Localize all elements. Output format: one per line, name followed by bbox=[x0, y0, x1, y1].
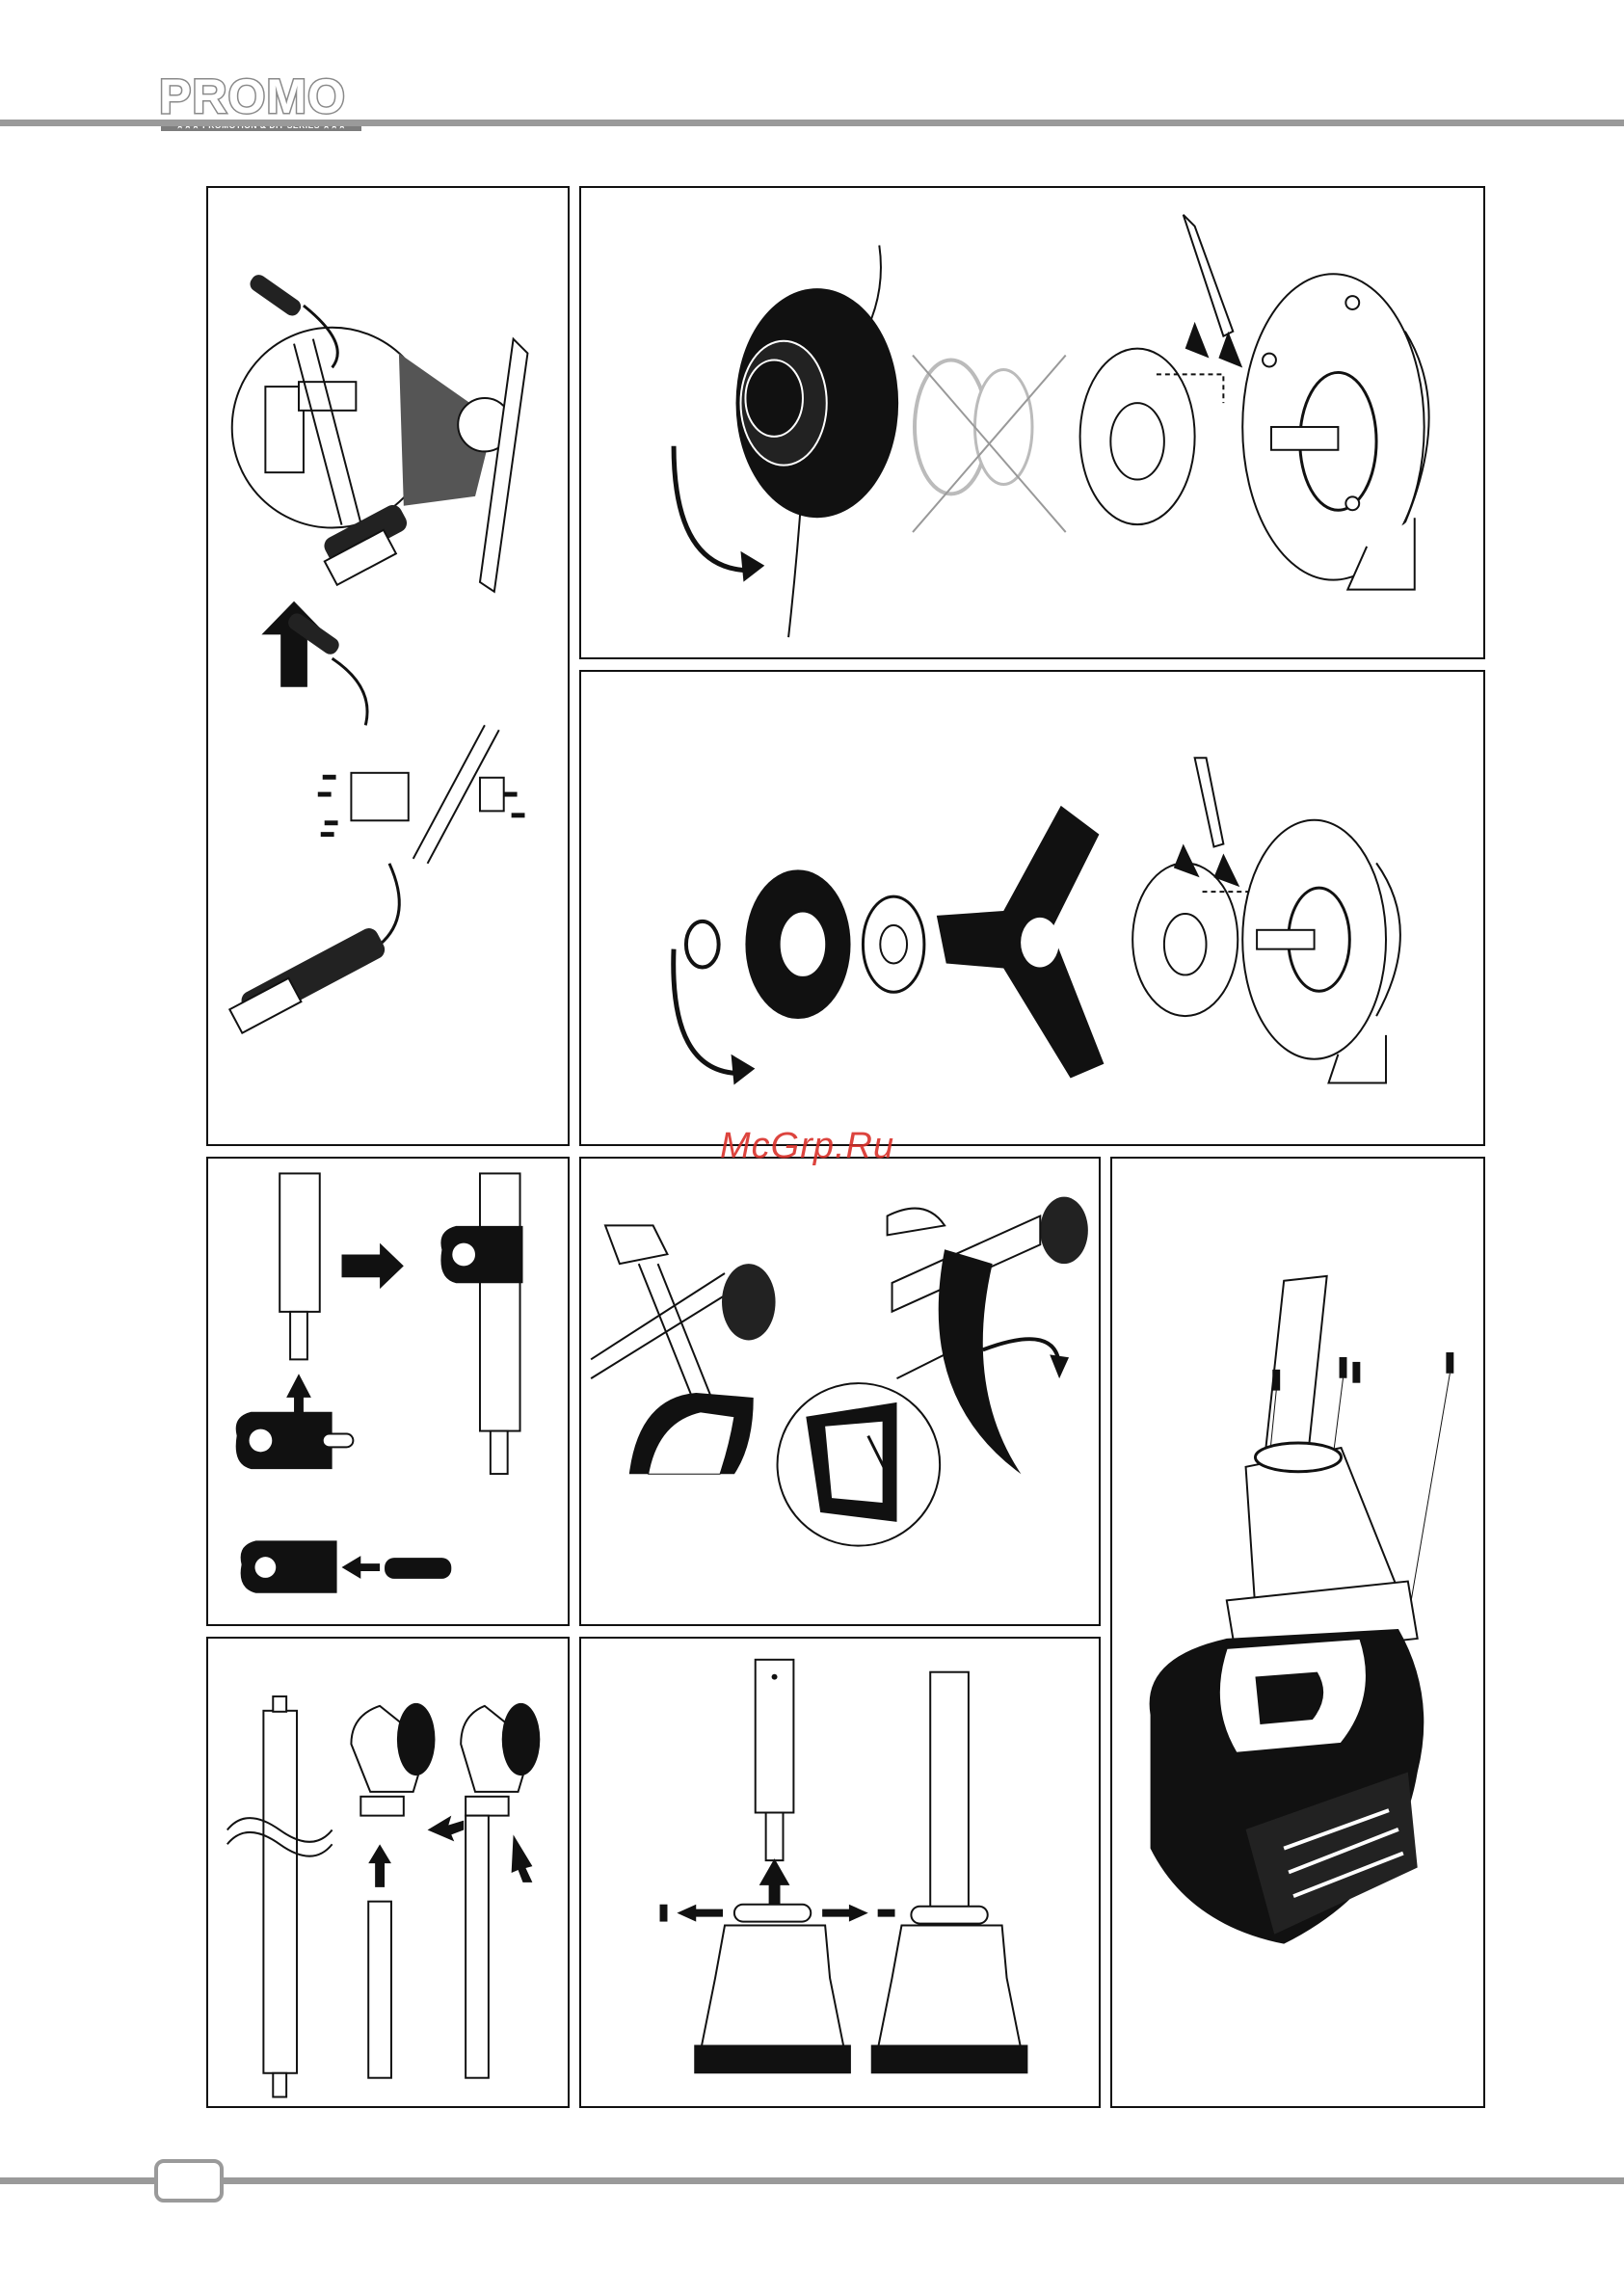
figure-split-shaft bbox=[206, 1637, 570, 2108]
figure-guard-mount bbox=[579, 1157, 1101, 1626]
brand-name: PROMO bbox=[159, 71, 346, 121]
figure-shaft-coupling bbox=[579, 1637, 1101, 2108]
shaft-clamp-illustration-icon bbox=[208, 1159, 568, 1624]
header-divider bbox=[0, 120, 1624, 126]
handle-assembly-illustration-icon bbox=[208, 188, 568, 1144]
page-number-tab bbox=[154, 2159, 224, 2203]
guard-mount-illustration-icon bbox=[581, 1159, 1099, 1624]
figure-shaft-clamp bbox=[206, 1157, 570, 1626]
shaft-coupling-illustration-icon bbox=[581, 1639, 1099, 2106]
engine-illustration-icon bbox=[1112, 1159, 1483, 2106]
split-shaft-illustration-icon bbox=[208, 1639, 568, 2106]
footer-divider bbox=[0, 2177, 1624, 2184]
watermark-text: McGrp.Ru bbox=[720, 1126, 894, 1167]
figure-handle-assembly bbox=[206, 186, 570, 1146]
figure-blade-mount bbox=[579, 670, 1485, 1146]
trimmer-head-illustration-icon bbox=[581, 188, 1483, 657]
figure-trimmer-head-mount bbox=[579, 186, 1485, 659]
three-tooth-blade-illustration-icon bbox=[581, 672, 1483, 1144]
figure-engine-shaft-mount bbox=[1110, 1157, 1485, 2108]
